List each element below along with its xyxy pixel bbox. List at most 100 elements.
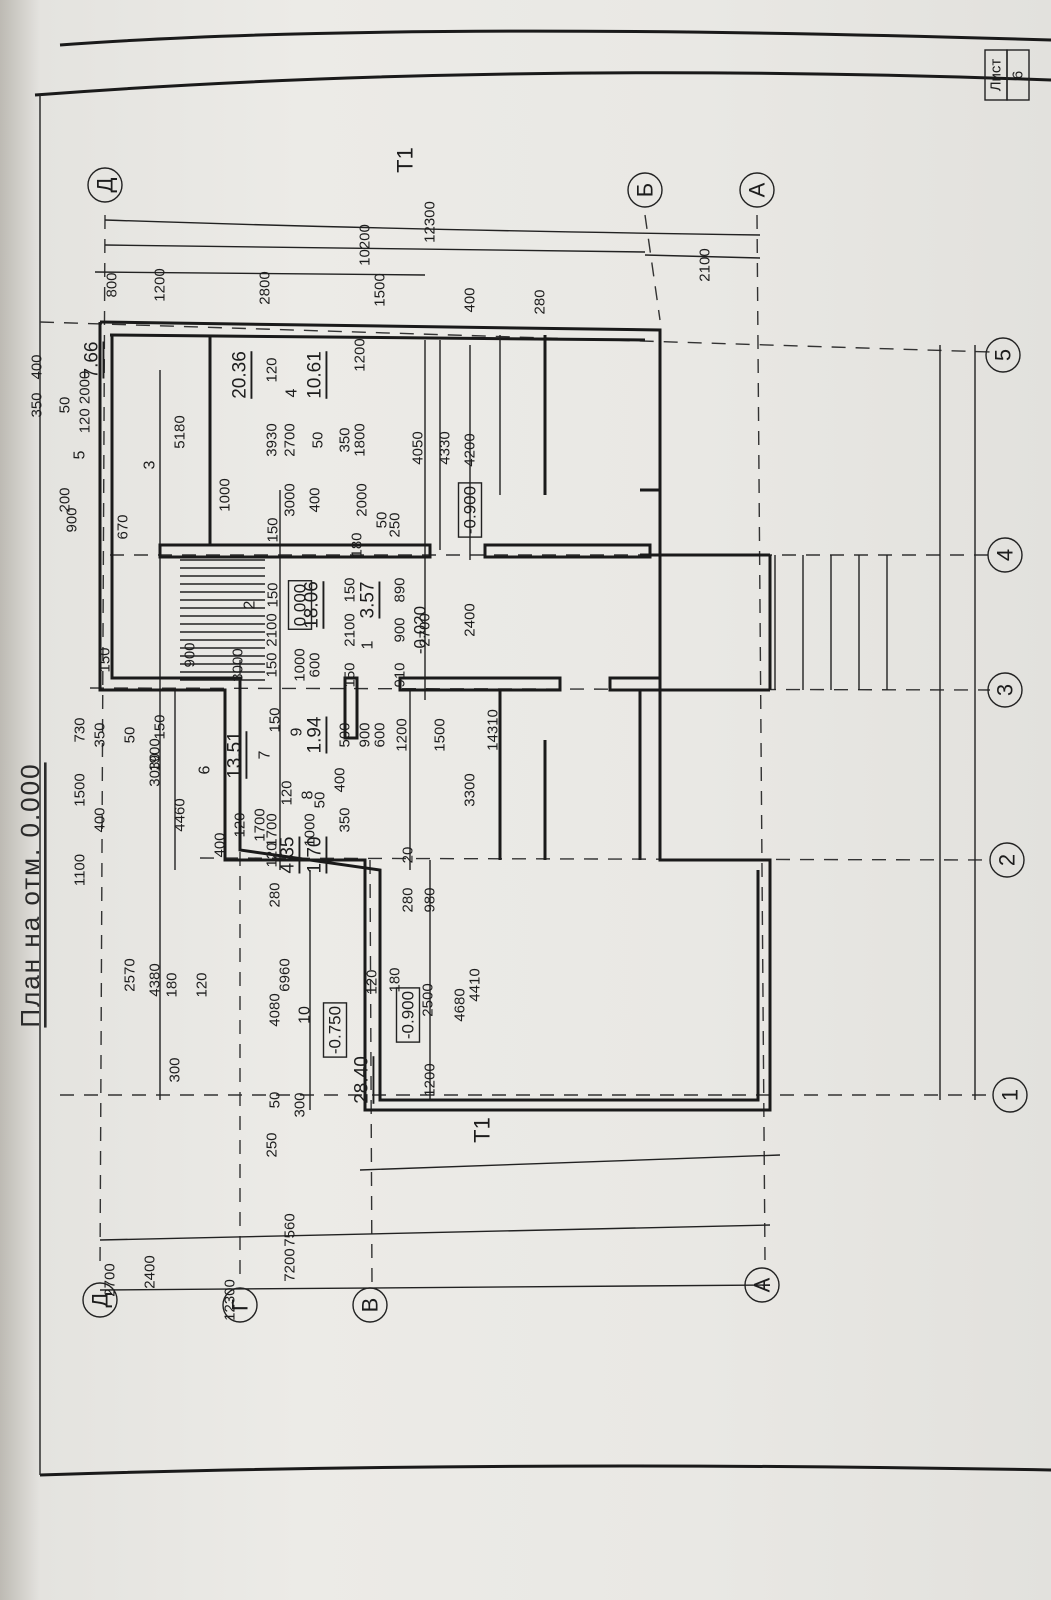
dimension-label: 120 [194,972,211,997]
axis-bubble: Б [633,183,658,197]
dimension-label: 3000 [230,648,247,681]
axis-bubble-group: Д [87,167,123,203]
room-number: 3 [142,460,159,469]
dimension-label-group: 150 [152,714,169,739]
grid-axes [39,214,991,1286]
room-area: 7.66 [82,342,103,379]
dimension-label-group: 4410 [467,968,484,1001]
elevation-box [395,987,421,1043]
dimension-label: 1700 [264,813,281,846]
dimension-label-group: 1000 [217,478,234,511]
room-area: 3.57 [358,582,379,619]
dimension-label-group: 900 [392,617,409,642]
elevation-mark-group: -0.900 [457,482,483,538]
dimension-label: 400 [92,807,109,832]
dimension-label: 50 [267,1092,284,1109]
dimension-label: 6960 [277,958,294,991]
dimension-label-group: 4080 [267,993,284,1026]
room-area-group: 3.57 [358,582,379,619]
dimension-label: 280 [532,289,549,314]
dimension-label-group: 50 [310,432,327,449]
dimension-label: 20 [400,847,417,864]
dimension-label: 50 [57,397,74,414]
dimension-label-group: 400 [92,807,109,832]
sheet-number-group: 6 [1010,71,1027,79]
dimension-label-group: 1500 [432,718,449,751]
dimension-label: 980 [422,887,439,912]
dimension-label-group: 50 [312,792,329,809]
dimension-label: 1200 [394,718,411,751]
dimension-label-group: 120 [364,969,381,994]
dimension-label: 670 [115,514,132,539]
dimension-label: 280 [267,882,284,907]
dimension-label-group: 2100 [697,248,714,281]
axis-bubble-group: 3 [987,672,1023,708]
room-number: 6 [197,765,214,774]
page-title: План на отм. 0.000 [15,762,45,1027]
room-number: 8 [300,790,317,799]
axis-bubble-group: А [739,172,775,208]
dimension-label-group: 730 [72,717,89,742]
dimension-label: 7200 [282,1248,299,1281]
dimension-label-group: 600 [372,722,389,747]
dimension-label-group: 600 [307,652,324,677]
axis-bubble: 1 [998,1089,1023,1101]
room-area-group: 13.51 [225,731,246,779]
dimension-label-group: 910 [392,662,409,687]
dimension-label-group: 180 [387,967,404,992]
elevation-mark-group: 0.000 [287,580,313,630]
axis-circle [352,1287,388,1323]
section-mark: Т1 [393,147,418,173]
dimension-label: 280 [400,887,417,912]
room-area: 13.51 [225,731,246,779]
dimension-label-group: 280 [532,289,549,314]
room-number-group: 6 [197,765,214,774]
room-area-group: 7.66 [82,342,103,379]
dimension-label: 14310 [485,709,502,751]
axis-circle [222,1287,258,1323]
axis-bubble-group: А [744,1267,780,1303]
dimension-label: 1900 [147,738,164,771]
room-area-group: 1.70 [305,837,326,874]
room-number: 1 [360,640,377,649]
dimension-label-group: 120 [264,357,281,382]
dimension-label: 350 [92,722,109,747]
axis-bubble-group: 2 [989,842,1025,878]
elevation-box [457,482,483,538]
elevation-mark-group: -0.750 [322,1002,348,1058]
dimension-label-group: 50 [374,512,391,529]
room-number: 7 [257,750,274,759]
dimension-label-group: 1200 [394,718,411,751]
room-number: 9 [289,727,306,736]
room-area-group: 4.35 [278,837,299,874]
axis-bubble-group: В [352,1287,388,1323]
dimension-label: 120 [264,842,281,867]
dimension-label: 1000 [292,648,309,681]
dimension-label: 350 [337,807,354,832]
dimension-label: 2400 [462,603,479,636]
dimension-label: 2100 [342,613,359,646]
dimension-label-group: 1900 [147,738,164,771]
elevation-box [322,1002,348,1058]
axis-circle [992,1077,1028,1113]
dimension-label-group: 3000 [230,648,247,681]
dimension-label: 1500 [432,718,449,751]
dimension-label: 350 [337,427,354,452]
dimension-label-group: 1700 [264,813,281,846]
dimension-label: 900 [64,507,81,532]
dimension-label: 120 [264,357,281,382]
dimension-label: 910 [392,662,409,687]
axis-bubble-group: Б [627,172,663,208]
dimension-label: 4680 [452,988,469,1021]
axis-bubble: А [750,1277,775,1292]
axis-bubble: 3 [993,684,1018,696]
dimension-label: 7560 [282,1213,299,1246]
dimension-label-group: 1000 [302,813,319,846]
room-number: 5 [72,450,89,459]
dimension-label: 150 [342,662,359,687]
dimension-label-group: 350 [92,722,109,747]
dimension-label-group: 150 [342,662,359,687]
dimension-label-group: 200 [57,487,74,512]
dimension-label-group: 300 [167,1057,184,1082]
